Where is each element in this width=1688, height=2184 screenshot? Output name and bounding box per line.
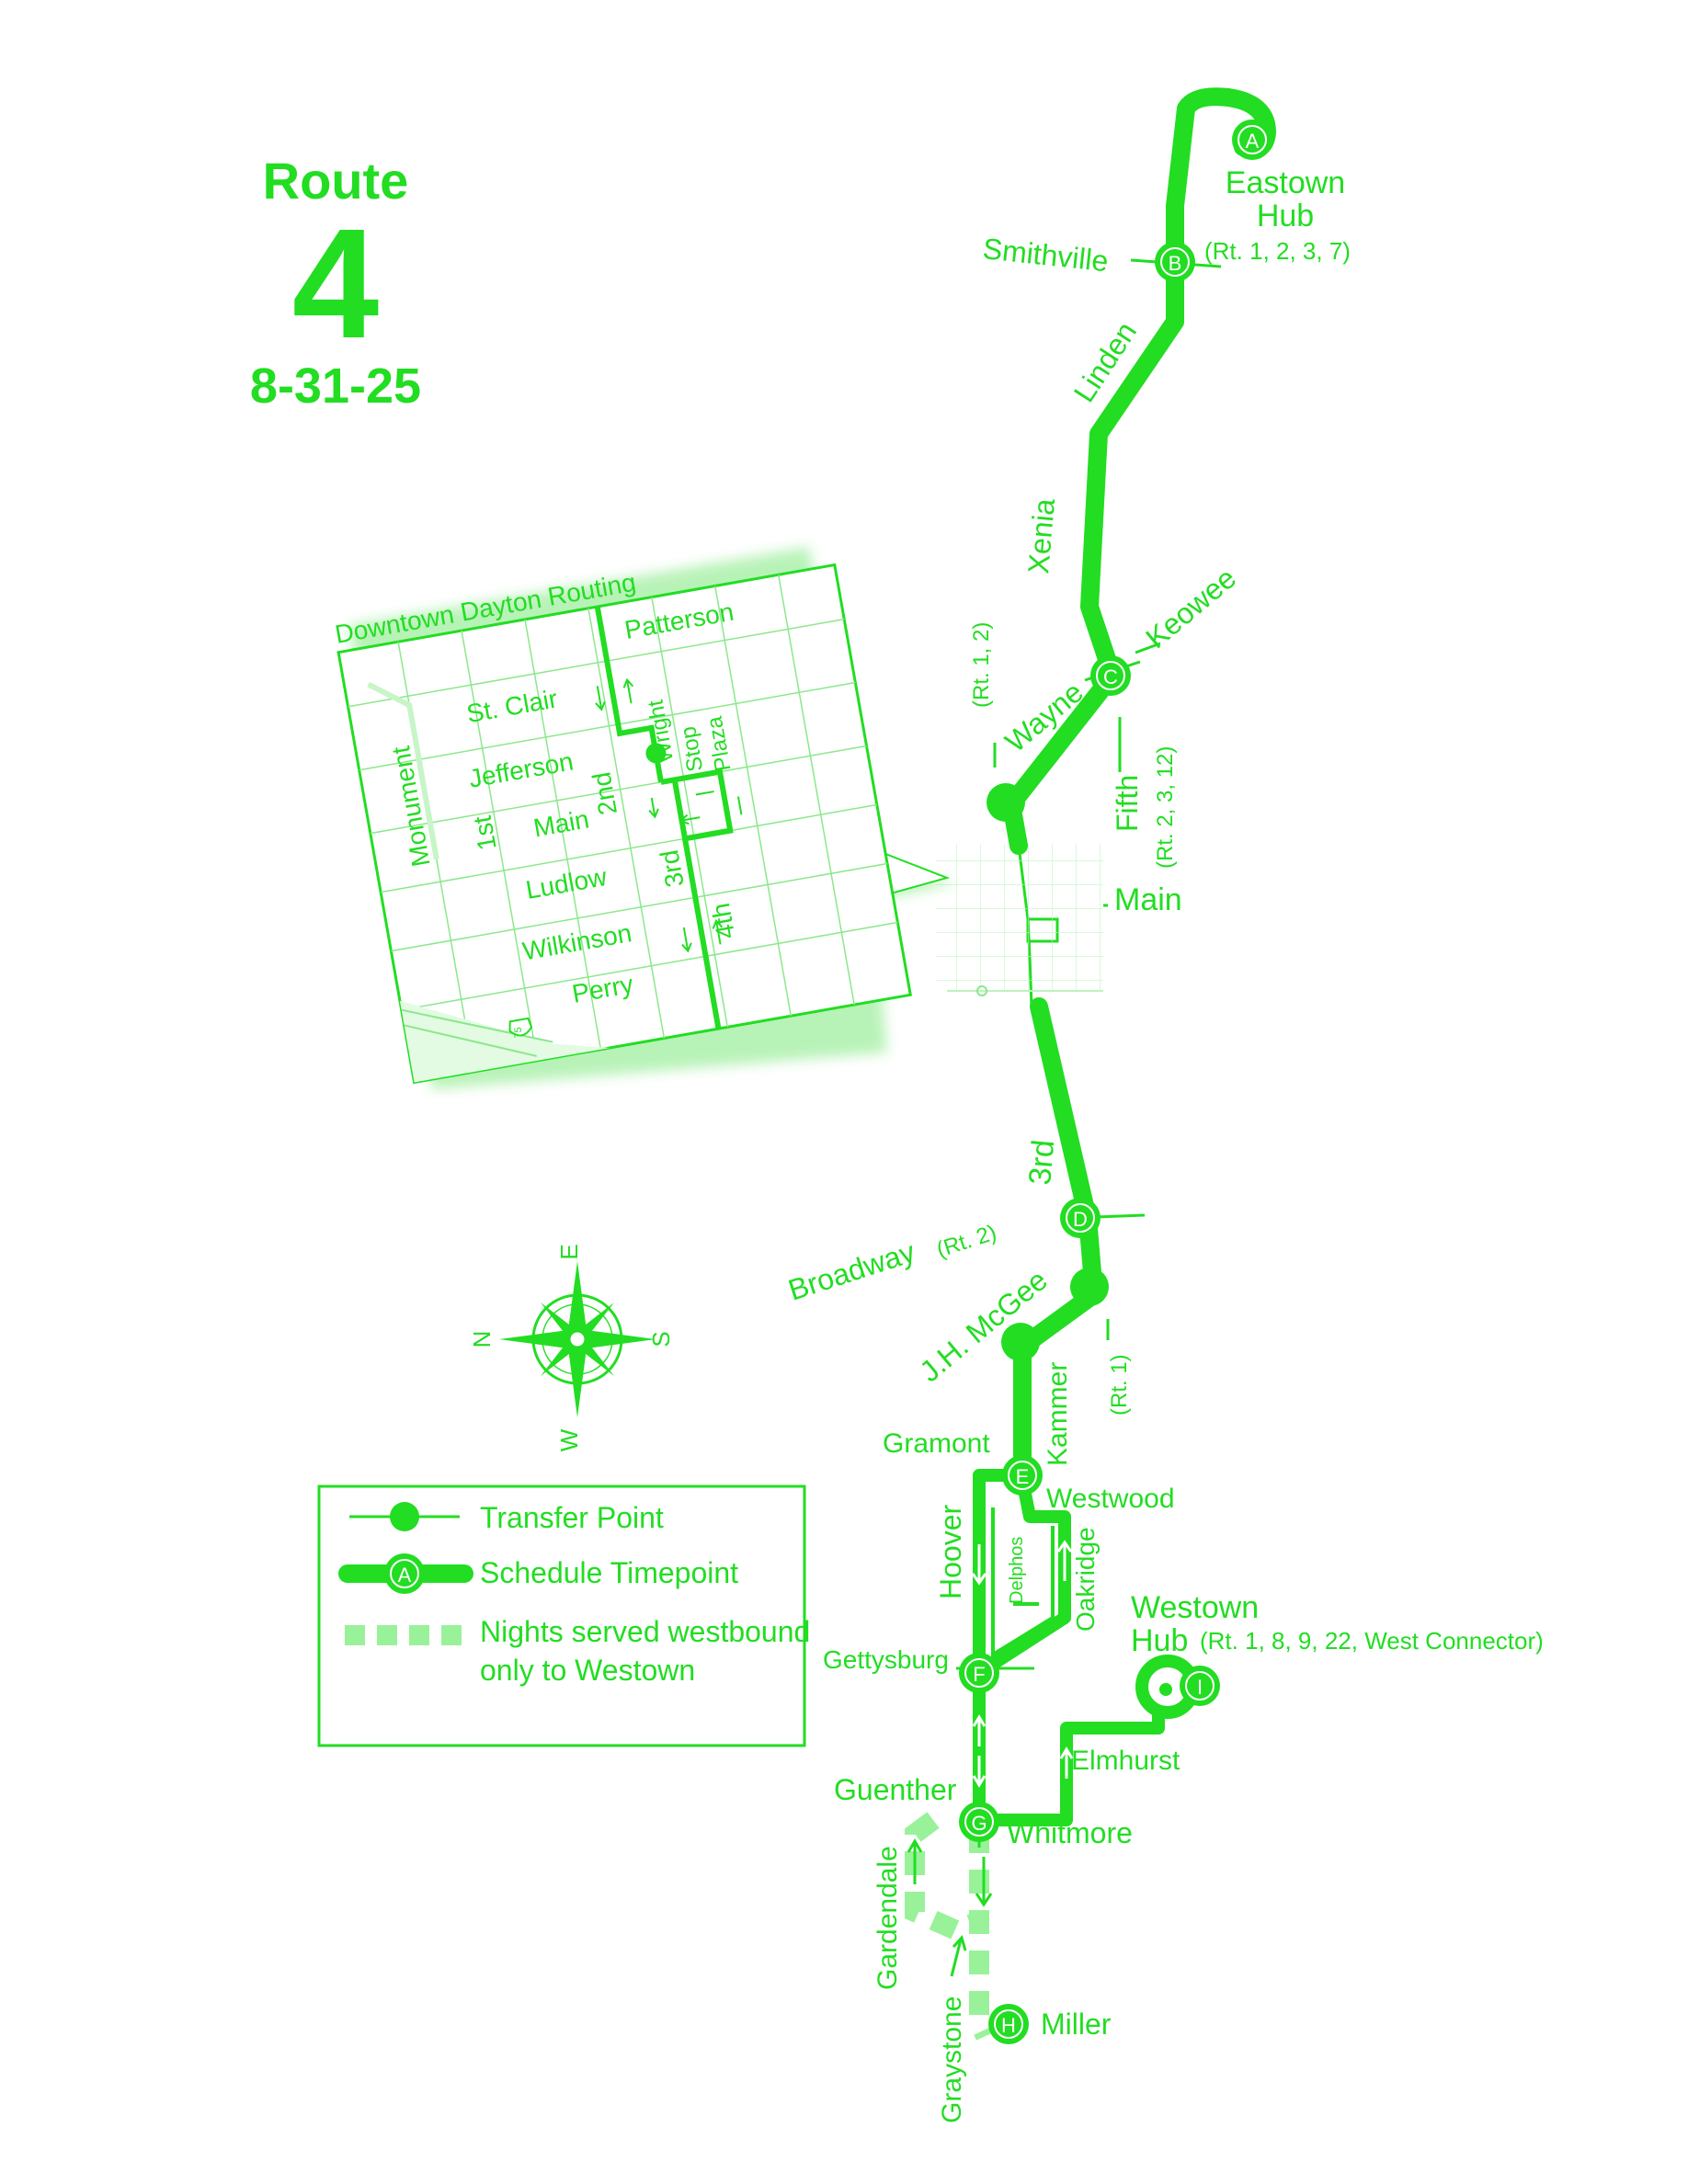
night-arrows [907,1838,993,1977]
downtown-mini-grid [936,844,1108,996]
timepoint-f: F [959,1653,999,1693]
compass-rose: N E S W [468,1244,675,1451]
label-smithville: Smithville [981,232,1110,278]
label-eastown: Eastown [1226,165,1345,200]
compass-s: S [647,1331,675,1347]
compass-n: N [468,1331,496,1348]
label-broadway: Broadway [784,1234,918,1306]
svg-text:I: I [1197,1676,1203,1699]
hoover-loop-inner [991,1507,1055,1658]
compass-w: W [555,1428,583,1451]
label-rt12: (Rt. 1, 2) [969,622,994,708]
inset-downtown: 75 Downtown Dayton Routing Patterson St.… [333,547,956,1089]
timepoint-b: B [1155,242,1195,282]
svg-text:F: F [973,1663,985,1686]
route-title: Route 4 8-31-25 [184,152,487,415]
label-keowee: Keowee [1139,561,1242,654]
label-westown-transfers: (Rt. 1, 8, 9, 22, West Connector) [1200,1627,1544,1655]
label-jh-mcgee: J.H. McGee [913,1263,1054,1388]
night-service-path [905,1812,995,2041]
label-eastown-transfers: (Rt. 1, 2, 3, 7) [1204,237,1351,265]
timepoint-e: E [1002,1455,1043,1496]
svg-text:A: A [398,1564,412,1587]
interstate-75-shield: 75 [508,1017,533,1039]
compass-e: E [555,1244,583,1259]
svg-text:H: H [1001,2014,1016,2037]
label-graystone: Graystone [937,1996,967,2123]
legend-transfer-label: Transfer Point [480,1501,664,1534]
label-third: 3rd [1022,1138,1061,1186]
timepoint-h: H [988,2004,1029,2044]
legend-timepoint-symbol: A [338,1553,473,1594]
label-eastown-hub: Hub [1257,199,1314,233]
label-gramont: Gramont [883,1428,990,1459]
label-gardendale: Gardendale [873,1846,903,1990]
timepoint-g: G [959,1802,999,1842]
label-whitmore: Whitmore [1007,1816,1133,1849]
map-labels: Eastown Hub (Rt. 1, 2, 3, 7) Smithville … [784,165,1544,2123]
inset-1st: 1st [468,813,502,852]
inset-3rd: 3rd [655,847,690,889]
legend-night-line2: only to Westown [480,1654,695,1687]
legend-night-line1: Nights served westbound [480,1615,810,1648]
label-rt2: (Rt. 2) [934,1220,1000,1262]
label-rt1: (Rt. 1) [1107,1354,1132,1416]
svg-text:D: D [1073,1208,1088,1231]
label-rt2312: (Rt. 2, 3, 12) [1153,746,1178,869]
svg-text:G: G [971,1812,987,1835]
inset-4th: 4th [706,901,740,941]
svg-text:E: E [1016,1465,1030,1488]
transfer-wayne [987,783,1025,822]
timepoint-a: A [1232,119,1272,160]
svg-text:A: A [1246,130,1260,153]
label-delphos: Delphos [1007,1537,1027,1604]
label-fifth: Fifth [1111,775,1144,832]
label-gettysburg: Gettysburg [823,1645,949,1674]
label-xenia: Xenia [1021,497,1061,575]
timepoint-d: D [1060,1198,1101,1238]
label-hoover: Hoover [934,1505,967,1600]
route-word: Route [262,152,409,210]
label-kammer: Kammer [1043,1362,1073,1466]
label-westown: Westown [1131,1590,1259,1625]
label-main: Main [1114,882,1182,917]
svg-text:B: B [1169,252,1182,275]
label-miller: Miller [1041,2008,1112,2041]
timepoint-c: C [1090,655,1131,696]
label-westwood: Westwood [1046,1484,1175,1514]
route-number: 4 [291,197,380,371]
timepoint-i: I [1180,1666,1220,1706]
legend-night-symbol [345,1625,462,1645]
direction-arrows [971,1540,1074,1788]
label-westown-hub: Hub [1131,1623,1188,1658]
route-date: 8-31-25 [249,358,422,414]
svg-text:75: 75 [513,1027,524,1038]
transfer-jh-mcgee [1001,1323,1040,1361]
transfer-jh-mcgee-east [1070,1268,1109,1306]
transfer-points [987,783,1109,1361]
label-elmhurst: Elmhurst [1071,1746,1180,1776]
legend: Transfer Point A Schedule Timepoint Nigh… [317,1484,810,1747]
label-oakridge: Oakridge [1071,1527,1100,1632]
svg-text:C: C [1103,665,1118,688]
label-guenther: Guenther [834,1773,957,1806]
legend-timepoint-label: Schedule Timepoint [480,1556,738,1589]
legend-transfer-symbol [349,1502,460,1531]
